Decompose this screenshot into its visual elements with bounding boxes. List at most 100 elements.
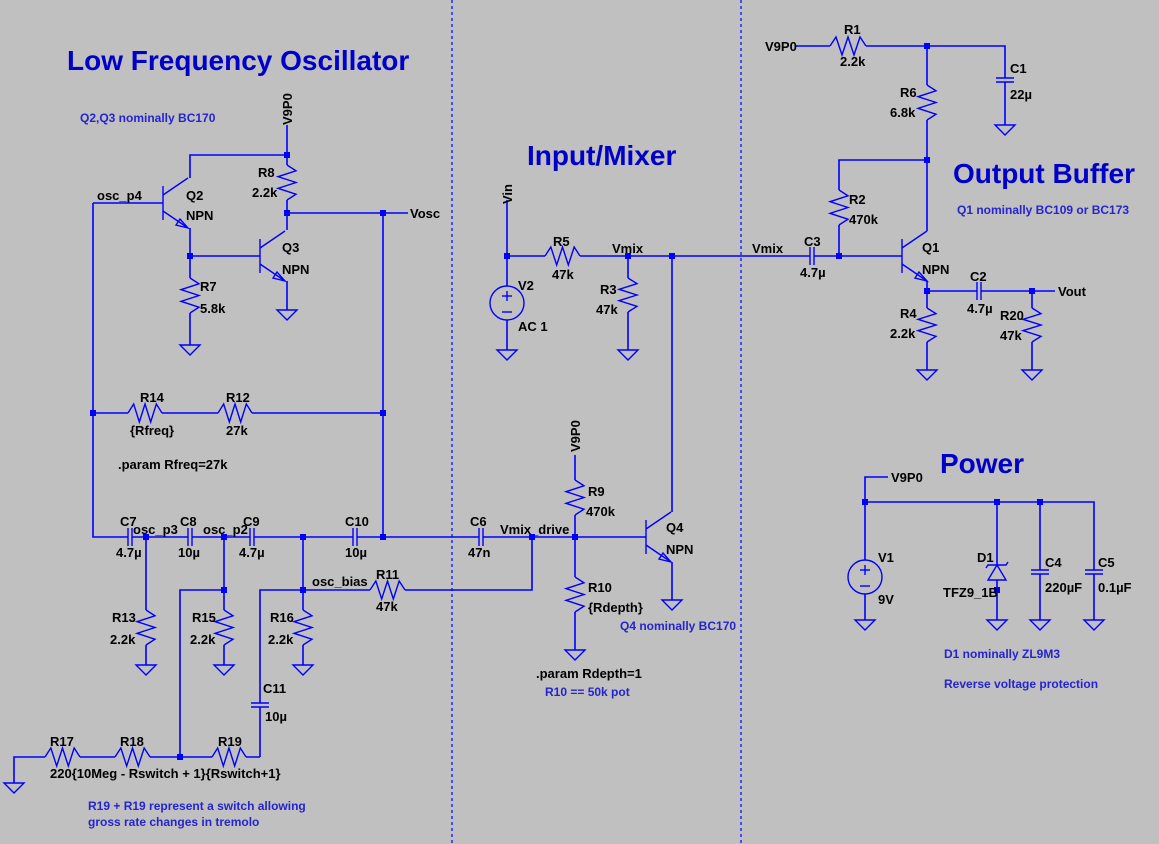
ref-r10: R10 [588,580,612,595]
spice-directive: .param Rdepth=1 [536,666,642,681]
wire[interactable] [189,154,287,178]
capacitor-c5[interactable] [1085,569,1103,575]
comment-note: Reverse voltage protection [944,677,1098,691]
resistor-r14[interactable] [127,401,163,425]
transistor-q4[interactable] [645,511,674,564]
ref-r8: R8 [258,165,275,180]
comment-note: R19 + R19 represent a switch allowing [88,799,306,813]
junction-dot [300,534,306,540]
emitter-arrow-icon [913,270,930,283]
wire[interactable] [864,476,888,560]
resistor-r3[interactable] [616,277,640,313]
transistor-q2[interactable] [162,177,191,230]
value-q2: NPN [186,208,213,223]
ref-r5: R5 [553,234,570,249]
resistor-r7[interactable] [178,277,202,314]
ref-c3: C3 [804,234,821,249]
resistor-zigzag [829,34,867,58]
ref-r18: R18 [120,734,144,749]
ref-r7: R7 [200,279,217,294]
junction-dot [284,210,290,216]
wire[interactable] [179,589,224,757]
ref-d1: D1 [977,550,994,565]
capacitor-c11[interactable] [251,702,269,708]
resistor-r13[interactable] [134,609,158,646]
resistor-r1[interactable] [829,34,867,58]
capacitor-c4[interactable] [1031,569,1049,575]
resistor-r2[interactable] [827,189,851,226]
resistor-zigzag [134,609,158,646]
value-r13: 2.2k [110,632,136,647]
ground-icon [1082,619,1106,631]
resistor-zigzag [178,277,202,314]
components [2,34,1106,794]
value-c8: 10µ [178,545,200,560]
junction-dot [1029,288,1035,294]
transistor-q1[interactable] [901,230,930,283]
resistor-zigzag [275,164,299,201]
capacitor-c10[interactable] [352,528,358,546]
value-r7: 5.8k [200,301,226,316]
net-label-v9p0: V9P0 [891,470,923,485]
resistor-r16[interactable] [291,609,315,646]
value-c5: 0.1µF [1098,580,1132,595]
capacitor-c2[interactable] [976,282,982,300]
ref-r13: R13 [112,610,136,625]
ref-c11: C11 [263,681,286,696]
value-r11: 47k [376,599,398,614]
transistor-q3[interactable] [259,230,288,283]
resistor-zigzag [369,578,406,602]
resistor-r19[interactable] [211,745,247,769]
ground-icon [275,309,299,321]
resistor-r11[interactable] [369,578,406,602]
ref-q3: Q3 [282,240,299,255]
resistor-r20[interactable] [1020,307,1044,343]
resistor-zigzag [563,576,587,613]
resistor-r17[interactable] [44,745,81,769]
capacitor-c3[interactable] [809,247,815,265]
wire[interactable] [865,501,1095,620]
value-r9: 470k [586,504,616,519]
junction-dot [924,157,930,163]
ref-r14: R14 [140,390,165,405]
ref-c4: C4 [1045,555,1062,570]
ground-icon [1028,619,1052,631]
capacitor-c1[interactable] [996,77,1014,83]
net-label-vout: Vout [1058,284,1087,299]
value-c4: 220µF [1045,580,1082,595]
resistor-r9[interactable] [563,479,587,516]
value-c11: 10µ [265,709,287,724]
value-q3: NPN [282,262,309,277]
voltage-source-v1[interactable] [847,559,883,595]
value-c1: 22µ [1010,87,1032,102]
wire[interactable] [92,203,646,538]
junction-dot [221,587,227,593]
capacitor-c8[interactable] [187,528,193,546]
capacitor-c7[interactable] [127,528,133,546]
resistor-r18[interactable] [114,745,151,769]
capacitor-c9[interactable] [249,528,255,546]
junction-dot [994,499,1000,505]
resistor-r12[interactable] [217,401,253,425]
voltage-source-v2[interactable] [489,285,525,321]
resistor-zigzag [44,745,81,769]
resistor-r6[interactable] [915,84,939,121]
resistor-zigzag [212,609,236,646]
ref-v2: V2 [518,278,534,293]
ground-icon [660,599,684,611]
resistor-r4[interactable] [915,307,939,343]
junction-dot [836,253,842,259]
ref-c8: C8 [180,514,197,529]
zener-diode-d1[interactable] [985,561,1009,581]
labels: Low Frequency OscillatorInput/MixerOutpu… [50,22,1135,829]
capacitor-c6[interactable] [478,528,484,546]
ground-icon [563,649,587,661]
resistor-r10[interactable] [563,576,587,613]
ref-v1: V1 [878,550,894,565]
comment-note: gross rate changes in tremolo [88,815,259,829]
resistor-r5[interactable] [544,244,581,268]
resistor-r15[interactable] [212,609,236,646]
net-label-vmix: Vmix [612,241,644,256]
resistor-r8[interactable] [275,164,299,201]
